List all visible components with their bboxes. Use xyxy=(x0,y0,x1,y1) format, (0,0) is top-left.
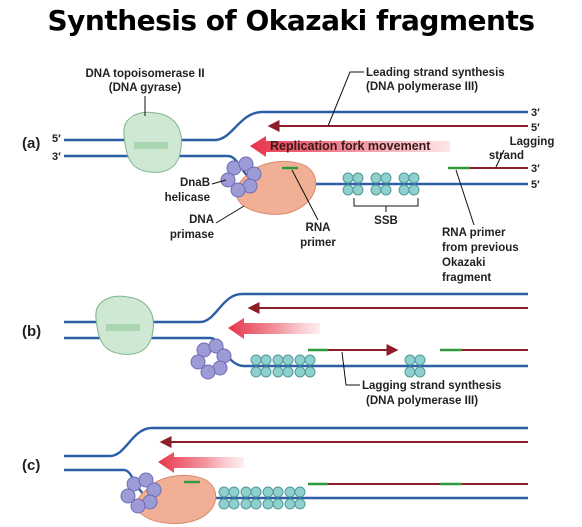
panel-c: (c) xyxy=(22,426,528,524)
fork-movement-arrow xyxy=(250,136,450,157)
lagging-synthesis-leader xyxy=(341,351,360,386)
panel-a: (a) 5′ 3′ Replication fork movement xyxy=(22,67,554,284)
strand-end-right-3: 3′ xyxy=(531,163,540,175)
topoisomerase-channel xyxy=(134,142,168,149)
primase-label-2: primase xyxy=(170,229,214,241)
prev-primer-label-2: from previous xyxy=(442,242,519,254)
prev-primer-label-4: fragment xyxy=(442,272,491,284)
topoisomerase-channel-b xyxy=(106,324,140,331)
ssb-group-c xyxy=(218,486,306,510)
topoisomerase-label-1: DNA topoisomerase II xyxy=(85,68,204,80)
dnab-label-1: DnaB xyxy=(180,177,210,189)
topoisomerase-label-2: (DNA gyrase) xyxy=(109,82,182,94)
panel-b-label: (b) xyxy=(22,323,41,340)
fork-movement-label: Replication fork movement xyxy=(270,139,431,153)
strand-end-right-2: 5′ xyxy=(531,122,540,134)
ssb-group-a xyxy=(342,172,420,196)
leading-synthesis-leader xyxy=(327,71,364,127)
lagging-synthesis-label-1: Lagging strand synthesis xyxy=(362,380,501,392)
rna-primer-label-2: primer xyxy=(300,237,336,249)
fork-movement-arrow-b xyxy=(228,318,320,339)
leading-synthesis-label-2: (DNA polymerase III) xyxy=(366,81,478,93)
panel-b: (b) Lagging strand synthesis (DNA polym xyxy=(22,292,528,407)
strand-end-right-1: 3′ xyxy=(531,107,540,119)
leading-synthesis-label-1: Leading strand synthesis xyxy=(366,67,505,79)
panel-c-label: (c) xyxy=(22,457,40,474)
panel-a-label: (a) xyxy=(22,135,40,152)
primase-leader xyxy=(215,205,245,224)
parental-strand-top xyxy=(64,110,528,142)
parental-strand-top-c xyxy=(64,426,528,458)
dnab-leader xyxy=(211,179,227,185)
prev-primer-label-3: Okazaki xyxy=(442,257,485,269)
dnab-label-2: helicase xyxy=(165,192,210,204)
helicase-c xyxy=(120,472,162,514)
strand-end-right-4: 5′ xyxy=(531,179,540,191)
rna-primer-label-1: RNA xyxy=(306,222,331,234)
fork-movement-arrow-c xyxy=(158,452,244,473)
primase-label-1: DNA xyxy=(189,214,214,226)
lagging-strand-leader xyxy=(495,149,505,168)
parental-strand-top-b xyxy=(64,292,528,324)
page-title: Synthesis of Okazaki fragments xyxy=(47,4,534,37)
lagging-strand-label-1: Lagging xyxy=(510,136,555,148)
ssb-group-b xyxy=(250,354,426,378)
lagging-synthesis-label-2: (DNA polymerase III) xyxy=(366,395,478,407)
ssb-bracket xyxy=(353,198,419,212)
prev-primer-label-1: RNA primer xyxy=(442,227,506,239)
strand-end-left-bottom: 3′ xyxy=(52,151,61,163)
helicase-a xyxy=(220,156,262,198)
ssb-label: SSB xyxy=(374,215,398,227)
lagging-strand-label-2: strand xyxy=(489,150,524,162)
rna-primer-leader xyxy=(291,169,319,221)
strand-end-left-top: 5′ xyxy=(52,133,61,145)
prev-primer-leader xyxy=(455,169,475,226)
helicase-b xyxy=(190,338,232,380)
